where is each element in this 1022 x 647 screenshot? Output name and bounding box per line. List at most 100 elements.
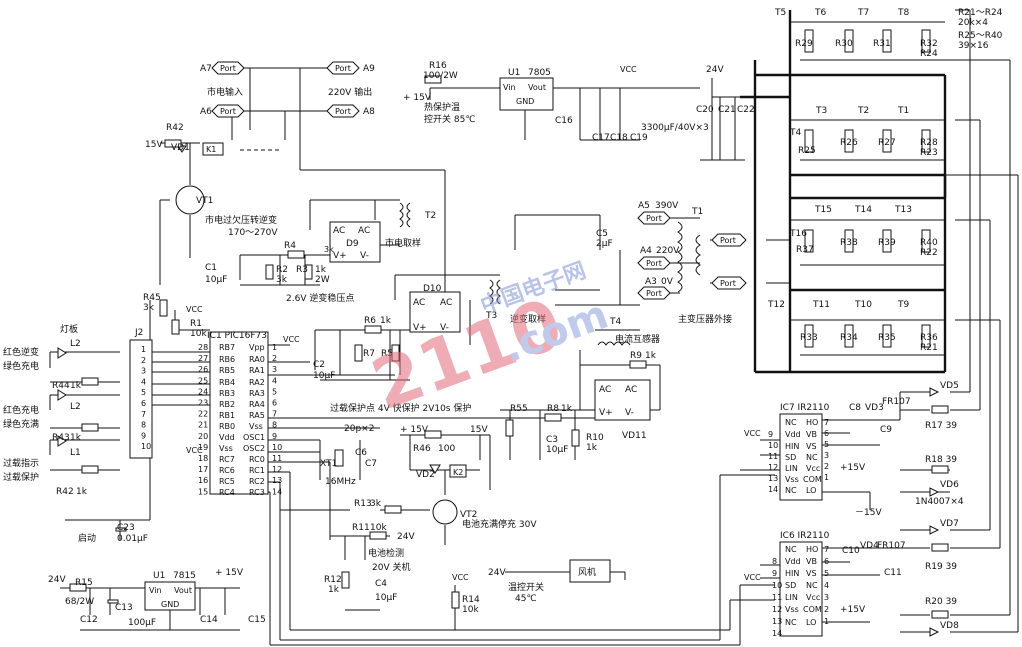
port-a4 [637, 256, 671, 270]
svg-text:24V: 24V [48, 575, 66, 585]
svg-text:R19 39: R19 39 [925, 562, 957, 572]
svg-text:RC7: RC7 [219, 455, 235, 464]
svg-text:Port: Port [720, 279, 736, 288]
svg-text:V-: V- [625, 408, 634, 418]
svg-text:R31: R31 [873, 39, 891, 49]
svg-text:红色充电: 红色充电 [3, 404, 39, 416]
svg-text:IC1 PIC16F73: IC1 PIC16F73 [207, 331, 267, 341]
svg-text:温控开关: 温控开关 [508, 581, 544, 593]
port-a6 [211, 104, 245, 118]
pin-number: 17 [198, 465, 208, 474]
r1 [171, 319, 180, 335]
svg-text:GND: GND [516, 97, 534, 106]
pin-number: 2 [141, 356, 146, 365]
svg-text:220V: 220V [656, 246, 680, 256]
pin-number: 13 [772, 617, 782, 626]
svg-text:+ 15V: + 15V [215, 568, 244, 578]
svg-text:+ 15V: + 15V [403, 93, 432, 103]
svg-text:R3: R3 [296, 265, 308, 275]
svg-text:C23: C23 [117, 523, 135, 533]
svg-text:R26: R26 [840, 138, 858, 148]
pin-number: 12 [772, 605, 782, 614]
svg-text:LO: LO [806, 486, 816, 495]
svg-text:T8: T8 [897, 8, 909, 18]
svg-text:2W: 2W [315, 275, 330, 285]
svg-text:RB3: RB3 [219, 389, 235, 398]
svg-text:VD5: VD5 [940, 381, 959, 391]
svg-text:10μF: 10μF [313, 371, 335, 381]
svg-text:16MHz: 16MHz [325, 477, 356, 487]
svg-text:R33: R33 [800, 333, 818, 343]
pin-number: 1 [824, 617, 829, 626]
pin-number: 9 [272, 432, 277, 441]
svg-text:COM: COM [803, 605, 822, 614]
regulator-7815 [144, 581, 196, 611]
svg-text:Vout: Vout [174, 586, 192, 595]
relay-k1-coil [202, 142, 224, 156]
svg-text:RB6: RB6 [219, 355, 235, 364]
pin-number: 3 [141, 367, 146, 376]
svg-text:R25～R40: R25～R40 [958, 31, 1003, 41]
svg-text:VD1: VD1 [171, 143, 190, 153]
svg-text:逆变取样: 逆变取样 [510, 313, 546, 325]
svg-text:R21～R24: R21～R24 [958, 8, 1003, 18]
svg-text:灯板: 灯板 [60, 323, 78, 335]
vd11-module [594, 379, 651, 421]
svg-text:+15V: +15V [840, 463, 866, 473]
r20 [931, 610, 949, 619]
pin-number: 25 [198, 376, 208, 385]
ic1-pic16f73 [209, 331, 269, 495]
svg-text:D10: D10 [423, 284, 442, 294]
r10 [571, 429, 580, 447]
svg-text:1k: 1k [328, 585, 340, 595]
optocoupler-d9 [329, 221, 381, 263]
svg-text:C10: C10 [842, 546, 860, 556]
r42b [81, 465, 99, 474]
svg-text:T7: T7 [857, 8, 869, 18]
svg-text:Vss: Vss [249, 422, 263, 431]
pin-number: 8 [141, 421, 146, 430]
svg-text:V+: V+ [599, 408, 613, 418]
svg-text:C13: C13 [115, 603, 133, 613]
port-a9 [326, 61, 360, 75]
svg-text:3k: 3k [370, 499, 382, 509]
pin-number: 5 [824, 569, 829, 578]
svg-text:T14: T14 [854, 205, 872, 215]
svg-text:C18: C18 [610, 133, 628, 143]
r16 [424, 75, 442, 84]
svg-text:市电输入: 市电输入 [207, 86, 243, 98]
svg-text:R32: R32 [920, 39, 938, 49]
svg-text:20V 关机: 20V 关机 [372, 561, 410, 573]
svg-text:C9: C9 [880, 425, 892, 435]
svg-text:J2: J2 [134, 328, 143, 338]
svg-text:U1: U1 [153, 571, 165, 581]
pin-number: 10 [768, 441, 778, 450]
t1-coil-a [677, 221, 683, 293]
svg-text:R44: R44 [52, 381, 70, 391]
r31 [882, 29, 892, 53]
svg-text:C14: C14 [200, 615, 218, 625]
svg-text:VD6: VD6 [940, 480, 959, 490]
svg-text:T1: T1 [691, 207, 703, 217]
svg-text:100: 100 [438, 444, 455, 454]
svg-text:RB7: RB7 [219, 343, 235, 352]
svg-text:R27: R27 [878, 138, 896, 148]
svg-text:Vss: Vss [785, 475, 799, 484]
svg-text:R12: R12 [324, 575, 342, 585]
pin-number: 9 [141, 431, 146, 440]
t2-coil-b [406, 202, 411, 228]
svg-text:T10: T10 [854, 300, 872, 310]
svg-text:R10: R10 [586, 433, 604, 443]
svg-text:T6: T6 [814, 8, 826, 18]
svg-text:RA0: RA0 [249, 355, 265, 364]
svg-text:T12: T12 [767, 300, 785, 310]
svg-text:R42: R42 [166, 123, 184, 133]
svg-text:10k: 10k [370, 523, 387, 533]
svg-text:R18 39: R18 39 [925, 455, 957, 465]
r7 [354, 344, 363, 362]
svg-text:Vss: Vss [785, 605, 799, 614]
svg-text:T13: T13 [894, 205, 912, 215]
led-l1 [57, 435, 67, 447]
svg-text:C16: C16 [555, 116, 573, 126]
svg-text:T15: T15 [814, 205, 832, 215]
